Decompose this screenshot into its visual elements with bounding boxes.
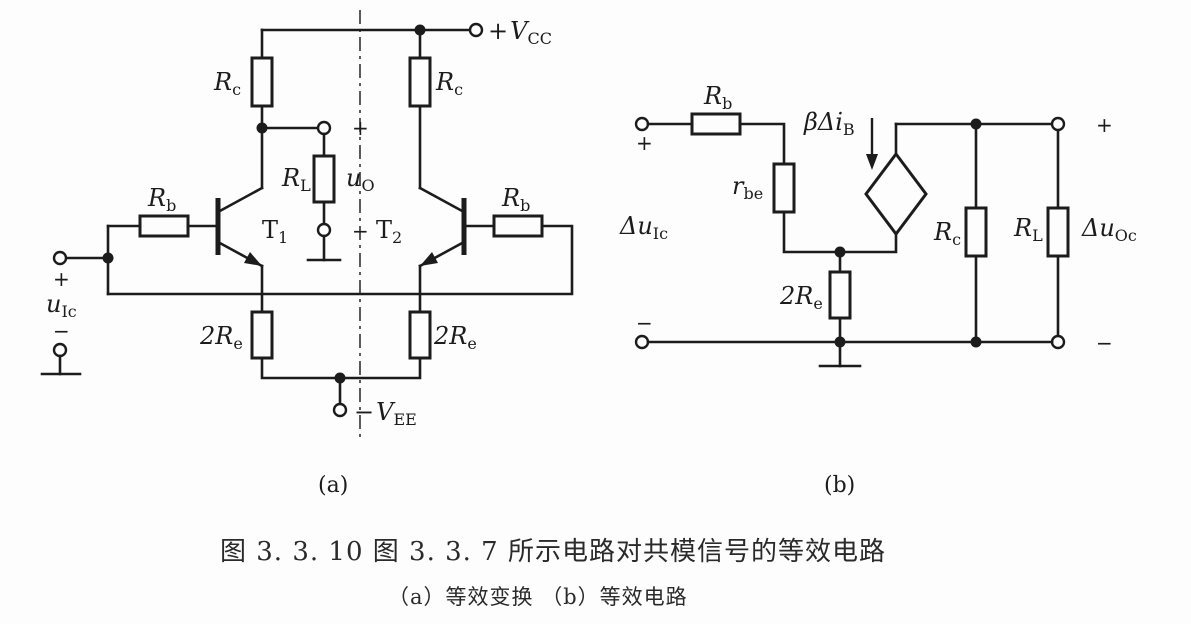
uo-minus-sign: − (352, 219, 369, 243)
uic-terminal-plus (52, 250, 68, 266)
uic-plus-sign: + (53, 267, 70, 291)
uo-terminal-plus (316, 120, 332, 136)
input-terminal-plus (634, 116, 650, 132)
uo-terminal-minus (316, 222, 332, 238)
rc-right-resistor (408, 56, 432, 108)
rc-right-label: Rc (435, 68, 463, 99)
figure-a: +VCC Rc Rc + − RL uO Rb Rb T1 T2 2Re 2Re… (40, 10, 574, 498)
duoc-label: ΔuOc (1081, 214, 1137, 245)
figure-caption-subtitle: （a）等效变换 （b）等效电路 (388, 585, 688, 609)
source-label: βΔiB (803, 108, 855, 139)
rc-left-label: Rc (213, 68, 241, 99)
rb-right-resistor (492, 214, 544, 238)
rl-resistor-a (312, 154, 336, 204)
rc-resistor-b (964, 206, 988, 258)
re-left-label: 2Re (199, 322, 243, 353)
output-minus-sign: − (1096, 331, 1113, 355)
rbe-resistor (772, 162, 796, 214)
re-right-resistor (408, 310, 432, 360)
uic-label: uIc (46, 290, 77, 321)
rc-left-resistor (250, 56, 274, 108)
re-left-resistor (250, 310, 274, 360)
sublabel-a: (a) (318, 473, 348, 498)
re-label-b: 2Re (779, 282, 823, 313)
input-plus-sign: + (636, 131, 653, 155)
vee-label: −VEE (354, 398, 417, 429)
t2-collector (418, 186, 466, 214)
uo-plus-sign: + (352, 116, 369, 140)
controlled-current-source (864, 151, 928, 237)
rl-label-b: RL (1013, 214, 1043, 245)
rb-label-b: Rb (703, 82, 732, 113)
vcc-label: +VCC (488, 17, 552, 48)
output-terminal-plus (1050, 116, 1066, 132)
duic-label: ΔuIc (619, 212, 668, 243)
t2-label: T2 (376, 216, 402, 247)
uic-terminal-minus (52, 342, 68, 358)
figure-caption-title: 图 3. 3. 10 图 3. 3. 7 所示电路对共模信号的等效电路 (220, 537, 886, 567)
vcc-terminal (468, 22, 484, 38)
uo-label: uO (346, 164, 375, 195)
output-terminal-minus (1050, 334, 1066, 350)
uic-minus-sign: − (53, 319, 70, 343)
rb-right-label: Rb (501, 184, 530, 215)
sublabel-b: (b) (824, 473, 855, 498)
t1-label: T1 (262, 216, 288, 247)
vee-terminal (332, 402, 348, 418)
rb-left-resistor (138, 214, 190, 238)
output-plus-sign: + (1096, 113, 1113, 137)
rb-left-label: Rb (147, 184, 176, 215)
re-right-label: 2Re (433, 322, 477, 353)
input-minus-sign: − (636, 311, 653, 335)
re-resistor-b (828, 270, 852, 320)
rl-label-a: RL (281, 164, 311, 195)
rl-resistor-b (1046, 206, 1070, 258)
rb-resistor-b (690, 112, 742, 136)
figure-b: Rb rbe 2Re βΔiB Rc RL ΔuIc ΔuOc + − + − … (619, 82, 1137, 498)
rc-label-b: Rc (933, 218, 961, 249)
rbe-label: rbe (732, 172, 763, 203)
input-terminal-minus (634, 334, 650, 350)
t1-collector (216, 186, 264, 214)
